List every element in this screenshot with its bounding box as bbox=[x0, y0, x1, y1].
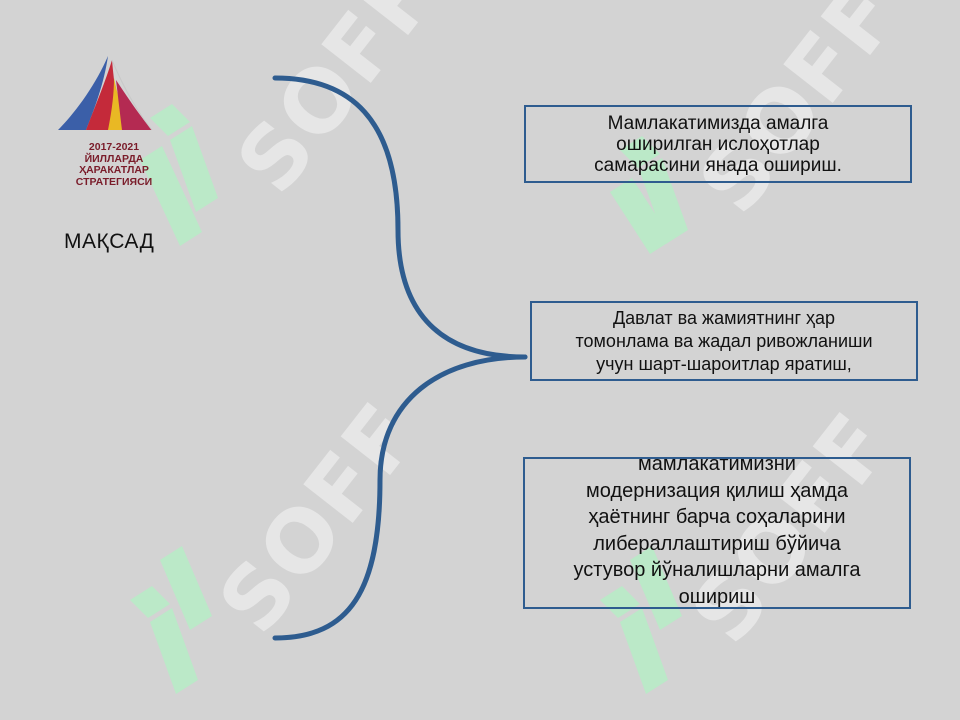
logo-caption: 2017-2021 ЙИЛЛАРДА ҲАРАКАТЛАР СТРАТЕГИЯС… bbox=[75, 141, 153, 188]
goal-box: мамлакатимизни модернизация қилиш ҳамда … bbox=[523, 453, 911, 609]
soff-watermark-icon bbox=[610, 136, 688, 254]
soff-watermark-icon bbox=[600, 546, 682, 694]
goal-box-text: Давлат ва жамиятнинг ҳар томонлама ва жа… bbox=[575, 307, 873, 374]
soff-watermark-icon bbox=[140, 104, 218, 246]
goal-box-text: мамлакатимизни модернизация қилиш ҳамда … bbox=[573, 453, 861, 608]
goal-box: Давлат ва жамиятнинг ҳар томонлама ва жа… bbox=[530, 301, 918, 381]
soff-watermark-icon bbox=[130, 546, 212, 694]
strategy-logo-icon bbox=[58, 56, 153, 131]
goal-label: МАҚСАД bbox=[64, 230, 155, 253]
goal-box-text: Мамлакатимизда амалга оширилган ислоҳотл… bbox=[594, 112, 842, 176]
goal-box: Мамлакатимизда амалга оширилган ислоҳотл… bbox=[524, 105, 912, 183]
